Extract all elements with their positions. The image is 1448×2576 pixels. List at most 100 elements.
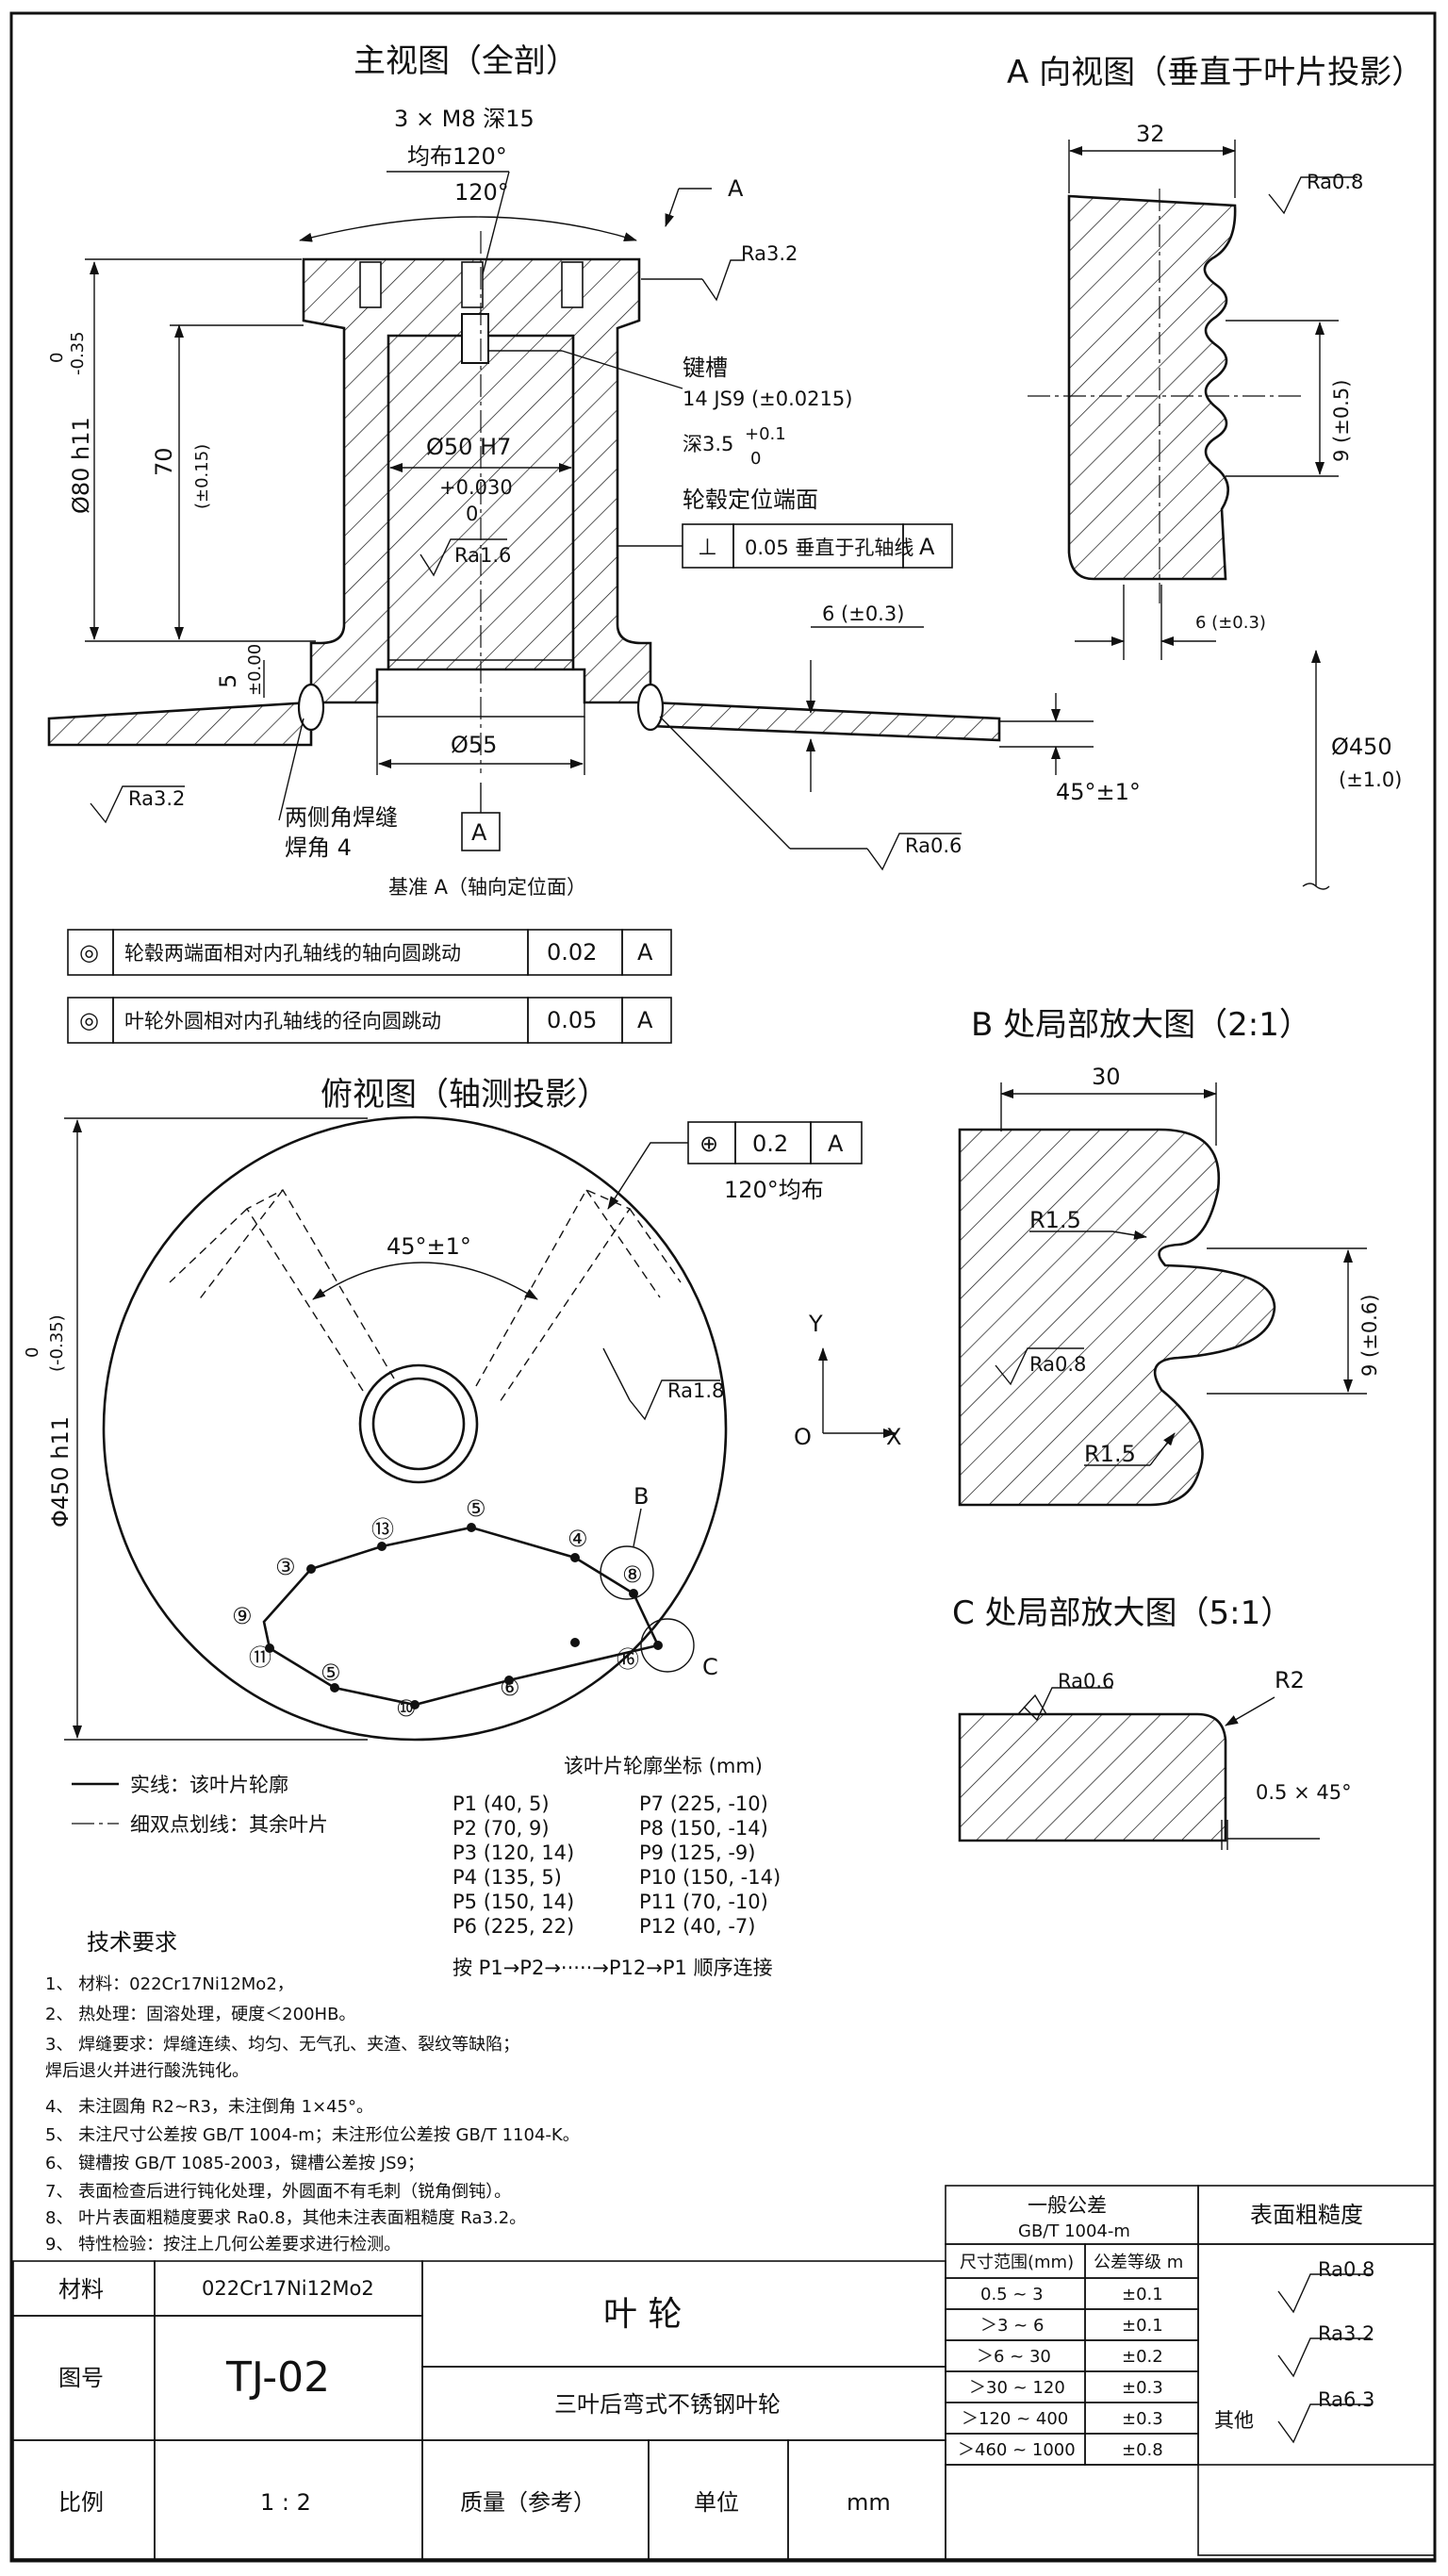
coord-right: P12 (40, -7) [639,1915,755,1938]
legend-dashdot: 细双点划线：其余叶片 [130,1813,328,1836]
scale-value: 1 : 2 [260,2489,311,2516]
leader-line [561,350,683,389]
ra-plate-right: Ra0.6 [905,834,962,857]
profile-point [306,1564,316,1574]
roughness-symbol [995,1347,1084,1386]
runout-text: 轮毂两端面相对内孔轴线的轴向圆跳动 [124,942,461,965]
detail-b-title: B 处局部放大图（2:1） [971,1006,1311,1044]
profile-point [410,1700,420,1709]
roughness-other-label: 其他 [1214,2409,1254,2432]
detail-c-view: C 处局部放大图（5:1） Ra0.6 R2 0.5 × 45° [952,1594,1352,1850]
runout-text: 叶轮外圆相对内孔轴线的径向圆跳动 [124,1010,441,1032]
datum-letter: A [471,819,487,846]
plate-thickness: 6 (±0.3) [822,603,904,625]
requirement-item: 4、 未注圆角 R2~R3，未注倒角 1×45°。 [45,2097,373,2117]
view-a-diameter-tol: (±1.0) [1339,768,1402,791]
blade-dashed [169,1189,284,1302]
point-label: ⑬ [371,1516,394,1543]
tolerance-col2: 公差等级 m [1094,2253,1183,2272]
ra-plate-left: Ra3.2 [128,787,185,810]
coord-left: P4 (135, 5) [452,1866,562,1889]
axis-y-label: Y [808,1311,823,1337]
locating-face-label: 轮毂定位端面 [683,487,818,513]
requirement-item: 9、 特性检验：按注上几何公差要求进行检测。 [45,2235,401,2254]
detail-c-title: C 处局部放大图（5:1） [952,1594,1292,1632]
keyway-depth-lower: 0 [750,449,761,469]
hub-section [302,257,652,704]
surface-roughness-table: 表面粗糙度 Ra0.8 Ra3.2 Ra6.3 其他 [1197,2185,1436,2556]
axis-x-label: X [886,1424,901,1450]
angle-dim-line [299,216,637,242]
pos-symbol: ⊕ [699,1131,718,1157]
profile-point [653,1641,663,1650]
material-label: 材料 [58,2276,104,2303]
detail-b-circle [600,1545,654,1600]
thread-hole [461,261,484,308]
runout-datum: A [637,939,653,966]
point-label: ⑤ [321,1660,341,1686]
roughness-symbol [1017,1693,1047,1715]
runout-symbol: ◎ [79,1007,99,1033]
scale-label: 比例 [58,2489,104,2516]
roughness-symbol [629,1379,720,1421]
view-a: A 向视图（垂直于叶片投影） 32 Ra0.8 9 (±0.5) 6 (±0.3… [1007,54,1423,890]
roughness-body-cell [1197,2243,1436,2556]
detail-c-chamfer: 0.5 × 45° [1256,1781,1352,1804]
keyway-label: 键槽 [683,355,728,381]
roughness-symbol [1277,2337,1371,2378]
impeller-plate-section [649,701,1001,742]
bore-tol-lower: 0 [466,503,478,525]
pos-note: 120°均布 [724,1177,824,1203]
pos-datum-cell [810,1121,863,1164]
weld-note-1: 两侧角焊缝 [285,804,398,831]
od-dim: Ø80 h11 [68,417,94,514]
profile-point [265,1643,274,1653]
requirement-item: 1、 材料：022Cr17Ni12Mo2， [45,1974,294,1994]
top-od-tol-lower: (-0.35) [47,1314,67,1372]
point-label: ⑩ [396,1695,417,1722]
tolerance-range: ＞3 ~ 6 [980,2316,1044,2336]
tolerance-col1: 尺寸范围(mm) [960,2253,1074,2272]
detail-b-mark: B [634,1483,649,1510]
keyway-spec: 14 JS9 (±0.0215) [683,388,852,410]
roughness-symbol [1277,2273,1371,2314]
top-view-title: 俯视图（轴测投影） [321,1076,609,1114]
thread-callout: 3 × M8 深15 [394,106,535,132]
technical-requirements: 技术要求 1、 材料：022Cr17Ni12Mo2， 2、 热处理：固溶处理，硬… [45,1929,580,2254]
detail-b-view: B 处局部放大图（2:1） 30 9 (±0.6) R1.5 R1.5 Ra0.… [958,1006,1381,1507]
roughness-symbol [1268,176,1358,215]
tolerance-value: ±0.3 [1122,2378,1163,2398]
weld-right [636,683,665,732]
point-label: ⑪ [249,1644,272,1671]
tolerance-value: ±0.1 [1122,2285,1163,2304]
bore-dim: Ø50 H7 [426,434,511,460]
drawing-no: TJ-02 [225,2353,330,2402]
tolerance-value: ±0.3 [1122,2409,1163,2429]
weld-left [297,683,325,732]
requirement-item: 6、 键槽按 GB/T 1085-2003，键槽公差按 JS9； [45,2154,424,2173]
requirement-item: 3、 焊缝要求：焊缝连续、均匀、无气孔、夹渣、裂纹等缺陷； [45,2035,519,2055]
coords-title: 该叶片轮廓坐标 (mm) [564,1755,763,1777]
point-label: ⑥ [500,1675,520,1701]
unit-label: 单位 [694,2489,739,2516]
pos-value: 0.2 [752,1131,788,1157]
roughness-item: Ra6.3 [1318,2388,1374,2411]
tolerance-range: ＞6 ~ 30 [977,2347,1051,2367]
tolerance-range: ＞460 ~ 1000 [958,2440,1076,2460]
requirement-item: 7、 表面检查后进行钝化处理，外圆面不有毛刺（锐角倒钝）。 [45,2182,511,2202]
roughness-symbol [90,785,185,824]
bore-tol-upper: +0.030 [439,476,513,499]
roughness-symbol [1023,1687,1112,1722]
section-mark-a: A [728,175,744,202]
section-arrow [665,188,680,227]
width-dim: 32 [1136,121,1165,147]
detail-c-mark: C [702,1654,718,1680]
point-label: ⑨ [232,1603,253,1629]
od-tol-lower: -0.35 [68,331,88,375]
impeller-outer-circle [102,1115,728,1742]
point-label: ⑧ [622,1561,643,1588]
point-label: ③ [275,1554,296,1580]
tolerance-value: ±0.1 [1122,2316,1163,2336]
detail-c-circle [640,1618,695,1673]
